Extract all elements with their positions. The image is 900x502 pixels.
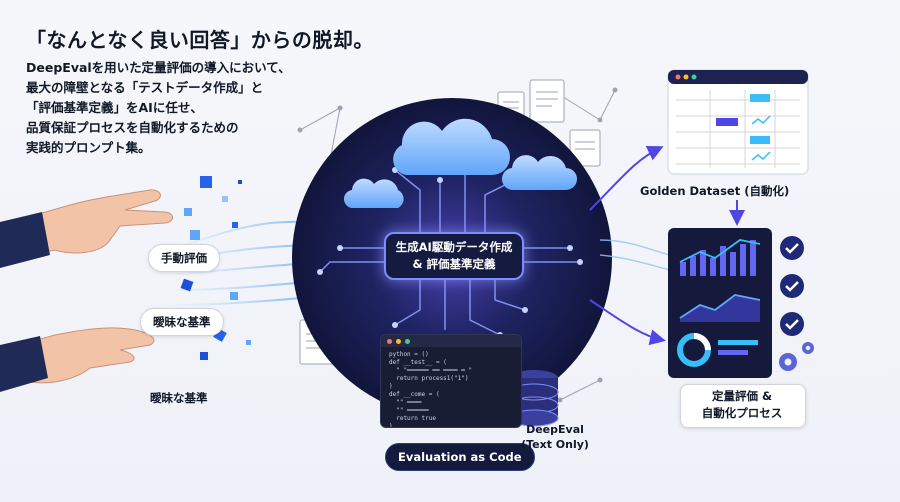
- code-line: ): [389, 423, 393, 428]
- description-line: DeepEvalを用いた定量評価の導入において、: [26, 60, 291, 75]
- output-flow-streams: [599, 239, 671, 271]
- cloud-icons: [343, 118, 577, 209]
- window-dot-icon: [396, 338, 401, 344]
- quant-eval-line1: 定量評価 &: [711, 389, 773, 403]
- quant-eval-line2: 自動化プロセス: [701, 406, 783, 420]
- eval-as-code-label: Evaluation as Code: [385, 443, 535, 471]
- code-window-titlebar: [381, 335, 521, 347]
- code-line: ): [389, 383, 393, 390]
- golden-dataset-window: [667, 69, 809, 175]
- golden-dataset-label: Golden Dataset (自動化): [640, 184, 790, 198]
- scattered-fragments: [170, 176, 251, 360]
- code-line: def __test__ = (: [389, 359, 447, 366]
- deepeval-line2: (Text Only): [521, 438, 589, 451]
- description-line: 「評価基準定義」をAIに任せ、: [26, 100, 203, 115]
- gear-icons: [779, 342, 814, 371]
- window-dot-icon: [387, 338, 392, 344]
- page-title: 「なんとなく良い回答」からの脱却。: [26, 28, 374, 52]
- quant-eval-label: 定量評価 & 自動化プロセス: [687, 388, 797, 422]
- lower-hand-illustration: [0, 327, 155, 392]
- quant-eval-box: [680, 384, 806, 428]
- code-lines: python = () def __test__ = ( " "══════ ═…: [381, 347, 521, 428]
- code-line: return true: [389, 415, 436, 422]
- code-line: "" ════: [389, 399, 422, 406]
- manual-eval-label: 手動評価: [148, 244, 220, 272]
- deepeval-label: DeepEval (Text Only): [520, 422, 590, 452]
- description-line: 実践的プロンプト集。: [26, 140, 151, 155]
- ai-box-line2: & 評価基準定義: [412, 257, 496, 271]
- code-window: python = () def __test__ = ( " "══════ ═…: [380, 334, 522, 428]
- ai-processor-box: 生成AI駆動データ作成 & 評価基準定義: [384, 232, 524, 280]
- description-line: 最大の障壁となる「テストデータ作成」と: [26, 80, 264, 95]
- code-line: " "══════ ══ ════ ═ ": [389, 367, 473, 374]
- code-line: def __come = (: [389, 391, 440, 398]
- arrow-to-eval: [589, 299, 666, 346]
- arrow-to-golden: [589, 145, 664, 211]
- vague-criteria-label: 曖昧な基準: [150, 391, 208, 405]
- vague-criteria-pill: 曖昧な基準: [140, 308, 224, 336]
- code-line: return process1("1"): [389, 375, 469, 382]
- description: DeepEvalを用いた定量評価の導入において、 最大の障壁となる「テストデータ…: [26, 58, 356, 158]
- description-line: 品質保証プロセスを自動化するための: [26, 120, 239, 135]
- analytics-dashboard: [668, 228, 772, 378]
- window-dot-icon: [405, 338, 410, 344]
- ai-box-line1: 生成AI駆動データ作成: [395, 240, 513, 254]
- deepeval-line1: DeepEval: [526, 423, 584, 436]
- code-line: "" ══════: [389, 407, 429, 414]
- checkmark-icons: [780, 236, 804, 336]
- upper-hand-illustration: [0, 189, 173, 268]
- code-line: python = (): [389, 351, 429, 358]
